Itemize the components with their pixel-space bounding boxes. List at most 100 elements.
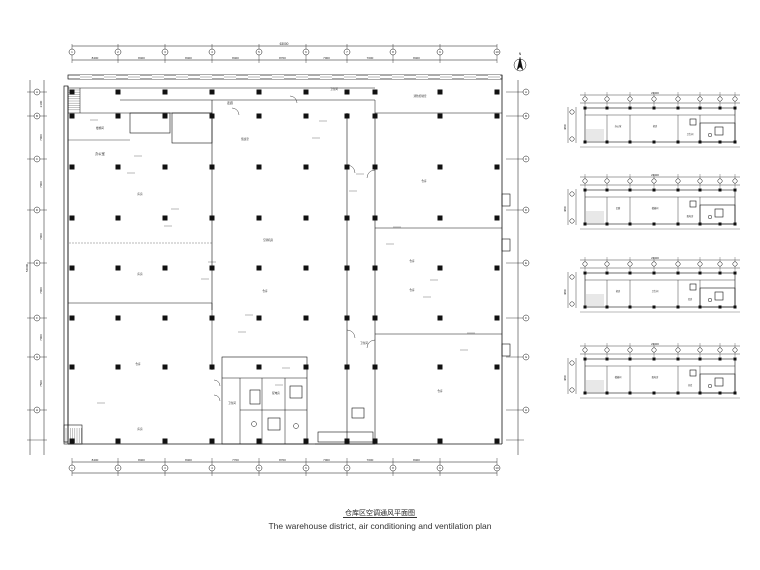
structural-column [437, 364, 443, 370]
grid-bubble-small [651, 347, 657, 353]
dimension-text-top: 8400 [138, 56, 145, 60]
grid-letter-right: F [525, 316, 527, 320]
structural-column [344, 438, 350, 444]
door-swing [231, 107, 240, 116]
small-plan-dim-side: 4800 [563, 206, 567, 212]
grid-number-top: 5 [258, 50, 260, 54]
small-plan-room-label: 机房 [653, 124, 657, 128]
fixture [689, 200, 697, 208]
structural-column [698, 305, 702, 309]
structural-column [115, 364, 121, 370]
grid-letter-right: H [525, 408, 527, 412]
structural-column [628, 305, 632, 309]
structural-column [344, 364, 350, 370]
grid-bubble-bottom [389, 464, 397, 472]
grid-bubble-small [569, 191, 575, 197]
grid-letter-left: E [36, 261, 38, 265]
grid-letter-left: B [36, 114, 38, 118]
grid-number-top: 4 [211, 50, 213, 54]
door-swing [289, 95, 298, 104]
grid-letter-left: H [36, 408, 38, 412]
structural-column [652, 357, 656, 361]
grid-number-bottom: 1 [71, 466, 73, 470]
grid-letter-right: G [525, 355, 528, 359]
room-office [129, 112, 171, 134]
grid-bubble-small [651, 178, 657, 184]
dimension-text-left: 7500 [39, 380, 43, 387]
structural-column [209, 89, 215, 95]
small-plan-dim-top: 23400 [651, 342, 659, 346]
structural-column [698, 391, 702, 395]
grid-bubble-right [522, 112, 530, 120]
small-plan-dim-side: 4800 [563, 375, 567, 381]
structural-column [718, 391, 722, 395]
grid-letter-left: G [36, 355, 39, 359]
structural-column [209, 113, 215, 119]
small-plan-outline [584, 272, 736, 308]
grid-bubble-small [675, 96, 681, 102]
fixture [714, 291, 724, 301]
grid-letter-left: A [36, 90, 38, 94]
fixture-circle [293, 423, 299, 429]
structural-column [652, 188, 656, 192]
grid-letter-right: C [525, 157, 528, 161]
grid-number-top: 6 [305, 50, 307, 54]
structural-column [372, 113, 378, 119]
fixture-circle [707, 132, 713, 138]
grid-bubble-right [522, 88, 530, 96]
fixture [714, 208, 724, 218]
grid-bubble-left [33, 155, 41, 163]
grid-bubble-small [651, 261, 657, 267]
dimension-text-top: 8400 [185, 56, 192, 60]
grid-bubble-small [582, 347, 588, 353]
grid-bubble-small [732, 347, 738, 353]
structural-column [115, 265, 121, 271]
dimension-text-left: 7000 [39, 287, 43, 294]
small-plan-dim-top: 23400 [651, 173, 659, 177]
structural-column [583, 140, 587, 144]
grid-number-top: 2 [117, 50, 119, 54]
grid-bubble-bottom [302, 464, 310, 472]
structural-column [698, 106, 702, 110]
room-label: 楼梯间 [96, 126, 104, 130]
small-plan-outline [584, 107, 736, 143]
structural-column [344, 215, 350, 221]
structural-column [69, 265, 75, 271]
structural-column [162, 164, 168, 170]
structural-column [115, 315, 121, 321]
room-label: 消防控制室 [414, 94, 427, 98]
structural-column [605, 140, 609, 144]
grid-bubble-top [436, 48, 444, 56]
grid-bubble-left [33, 259, 41, 267]
grid-bubble-small [651, 96, 657, 102]
dimension-text-left: 2100 [39, 100, 43, 107]
grid-bubble-small [569, 360, 575, 366]
dimension-text-top: 8400 [92, 56, 99, 60]
structural-column [69, 315, 75, 321]
dimension-text-bottom: 8400 [138, 458, 145, 462]
room-label: 卫生间 [330, 87, 338, 91]
structural-column [256, 265, 262, 271]
structural-column [583, 391, 587, 395]
grid-bubble-small [697, 96, 703, 102]
structural-column [676, 222, 680, 226]
fixture-circle [707, 383, 713, 389]
grid-number-top: 3 [164, 50, 166, 54]
structural-column [162, 265, 168, 271]
grid-bubble-small [604, 347, 610, 353]
drawing-title-en: The warehouse district, air conditioning… [268, 521, 492, 531]
grid-letter-left: D [36, 208, 39, 212]
grid-bubble-top [114, 48, 122, 56]
grid-bubble-small [582, 261, 588, 267]
structural-column [162, 113, 168, 119]
structural-column [115, 113, 121, 119]
structural-column [718, 140, 722, 144]
room-label: 仓库 [409, 259, 415, 263]
structural-column [115, 215, 121, 221]
grid-bubble-left [33, 406, 41, 414]
grid-bubble-small [569, 301, 575, 307]
door-swing [366, 339, 376, 349]
